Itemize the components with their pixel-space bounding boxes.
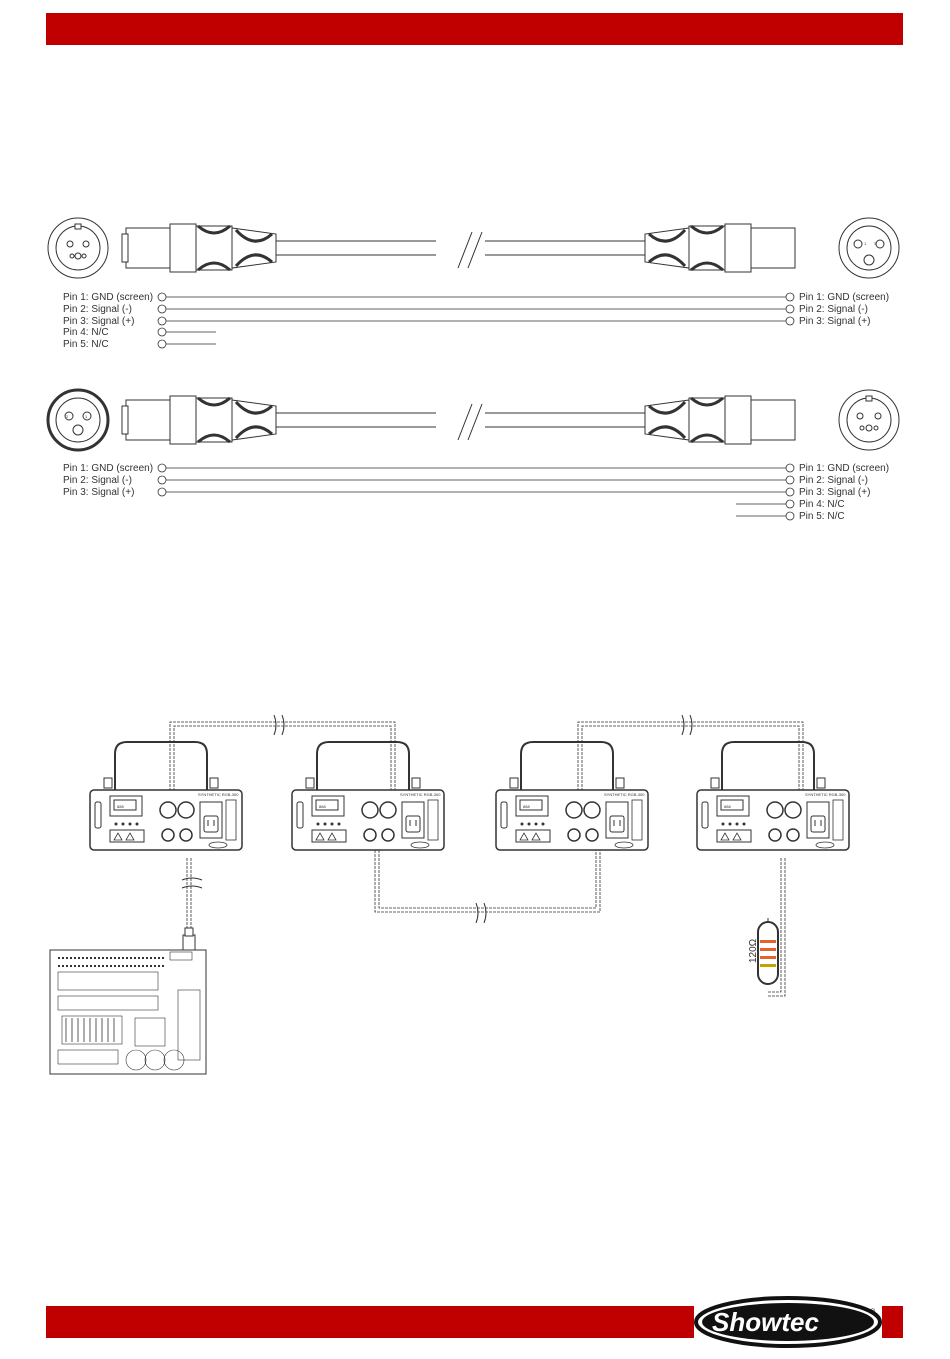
pin-label: Pin 1: GND (screen) — [63, 292, 153, 303]
pin-label: Pin 1: GND (screen) — [799, 292, 889, 303]
pin-number: 2 — [66, 414, 69, 419]
pin-label: Pin 4: N/C — [63, 327, 109, 338]
fixture-display: 888 — [724, 804, 731, 809]
pin-label: Pin 3: Signal (+) — [63, 487, 134, 498]
dmx-controller — [49, 949, 207, 1075]
footer-bar — [46, 1306, 694, 1338]
pin-number: 1 — [85, 414, 88, 419]
pin-label: Pin 1: GND (screen) — [63, 463, 153, 474]
fixture-model-label: SYNTHETIC RGB-300 — [400, 792, 441, 797]
pin-label: Pin 4: N/C — [799, 499, 845, 510]
pin-label: Pin 1: GND (screen) — [799, 463, 889, 474]
pin-label: Pin 3: Signal (+) — [799, 316, 870, 327]
pin-label: Pin 5: N/C — [799, 511, 845, 522]
pin-label: Pin 2: Signal (-) — [799, 304, 868, 315]
pin-label: Pin 2: Signal (-) — [63, 475, 132, 486]
cable-diagram-2: 2 1 Pin 1: GND (sc — [46, 388, 900, 522]
pin-label: Pin 3: Signal (+) — [799, 487, 870, 498]
male-3pin-connector-front: 1 3 — [838, 217, 900, 279]
female-plug-side — [120, 222, 438, 274]
pin-number: 1 — [864, 241, 867, 246]
dmx-chain-diagram: 888 888 888 888 SYNTHETIC RGB-300 SYNTHE… — [49, 714, 850, 1075]
fixture-display: 888 — [319, 804, 326, 809]
fixture-model-label: SYNTHETIC RGB-300 — [604, 792, 645, 797]
fixture-display: 888 — [523, 804, 530, 809]
cable-diagram-1: 1 3 Pin 1: GND (screen) Pin 2: Signal (-… — [47, 217, 900, 350]
terminator-value: 120Ω — [748, 938, 759, 963]
female-plug-side — [120, 394, 438, 446]
female-5pin-connector-front — [47, 217, 109, 279]
dmx-plug — [182, 927, 196, 952]
header-bar — [46, 13, 903, 45]
pin-label: Pin 5: N/C — [63, 339, 109, 350]
pinout-2-lines — [157, 463, 795, 521]
pin-label: Pin 3: Signal (+) — [63, 316, 134, 327]
male-plug-side — [483, 222, 797, 274]
fixture-model-label: SYNTHETIC RGB-300 — [198, 792, 239, 797]
footer-bar-tail — [882, 1306, 903, 1338]
terminator-resistor: 120Ω — [748, 918, 779, 985]
pinout-1-lines — [157, 292, 795, 349]
pin-label: Pin 2: Signal (-) — [799, 475, 868, 486]
fixture-display: 888 — [117, 804, 124, 809]
male-5pin-connector-front — [838, 389, 900, 451]
male-plug-side — [483, 394, 797, 446]
pin-label: Pin 2: Signal (-) — [63, 304, 132, 315]
fixture-model-label: SYNTHETIC RGB-300 — [805, 792, 846, 797]
female-3pin-connector-front: 2 1 — [46, 388, 110, 452]
pin-number: 3 — [874, 241, 877, 246]
